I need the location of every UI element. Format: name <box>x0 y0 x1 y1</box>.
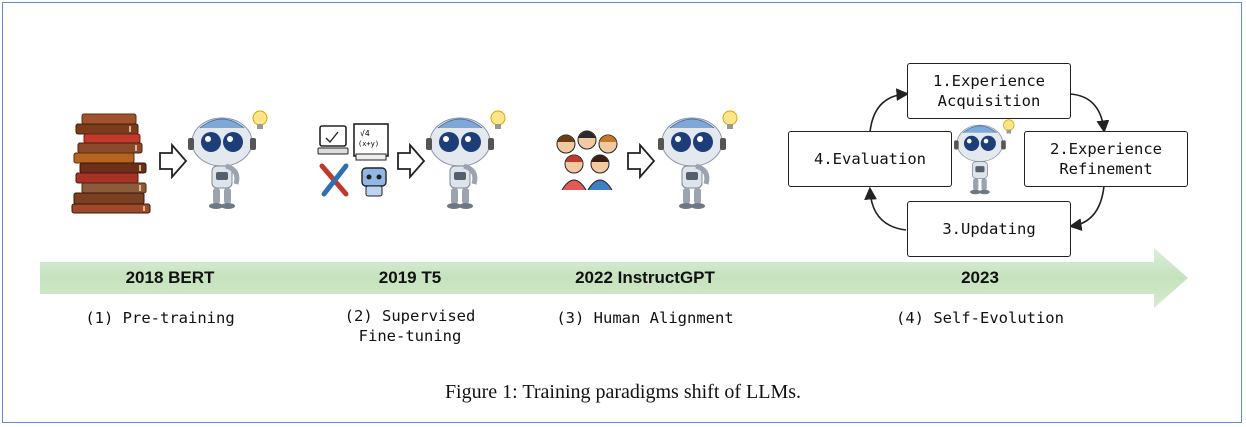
year-label-2023: 2023 <box>961 268 999 287</box>
year-label-2019: 2019 T5 <box>378 268 442 287</box>
robot-mascot-icon <box>658 110 738 209</box>
arrow-2-icon <box>397 143 426 179</box>
cycle-arrows <box>864 88 1110 231</box>
robot-mascot-icon <box>954 119 1015 195</box>
year-label-2018: 2018 BERT <box>125 268 215 287</box>
timeline-band <box>40 248 1188 308</box>
cycle-box-evaluation: 4.Evaluation <box>788 131 952 187</box>
arrow-1-icon <box>159 143 188 179</box>
robot-mascot-icon <box>426 110 506 209</box>
arrow-3-icon <box>627 143 656 179</box>
cycle-box-acquisition: 1.Experience Acquisition <box>907 63 1071 119</box>
cycle-box-updating: 3.Updating <box>907 201 1071 257</box>
sft-tools-icon: √4 (x+y) <box>317 123 389 197</box>
people-group-icon <box>556 130 618 190</box>
svg-text:(x+y): (x+y) <box>358 140 379 148</box>
robot-mascot-icon <box>188 110 268 209</box>
stage-label-alignment: (3) Human Alignment <box>556 309 734 327</box>
figure-caption: Figure 1: Training paradigms shift of LL… <box>444 381 802 403</box>
stage-label-pretraining: (1) Pre-training <box>85 309 235 327</box>
stage-label-sft: (2) Supervised Fine-tuning <box>344 307 476 345</box>
svg-text:√4: √4 <box>360 129 370 138</box>
year-label-2022: 2022 InstructGPT <box>575 268 715 287</box>
cycle-box-refinement: 2.Experience Refinement <box>1024 131 1188 187</box>
books-stack-icon <box>71 113 151 214</box>
stage-label-self-evolution: (4) Self-Evolution <box>896 309 1064 327</box>
